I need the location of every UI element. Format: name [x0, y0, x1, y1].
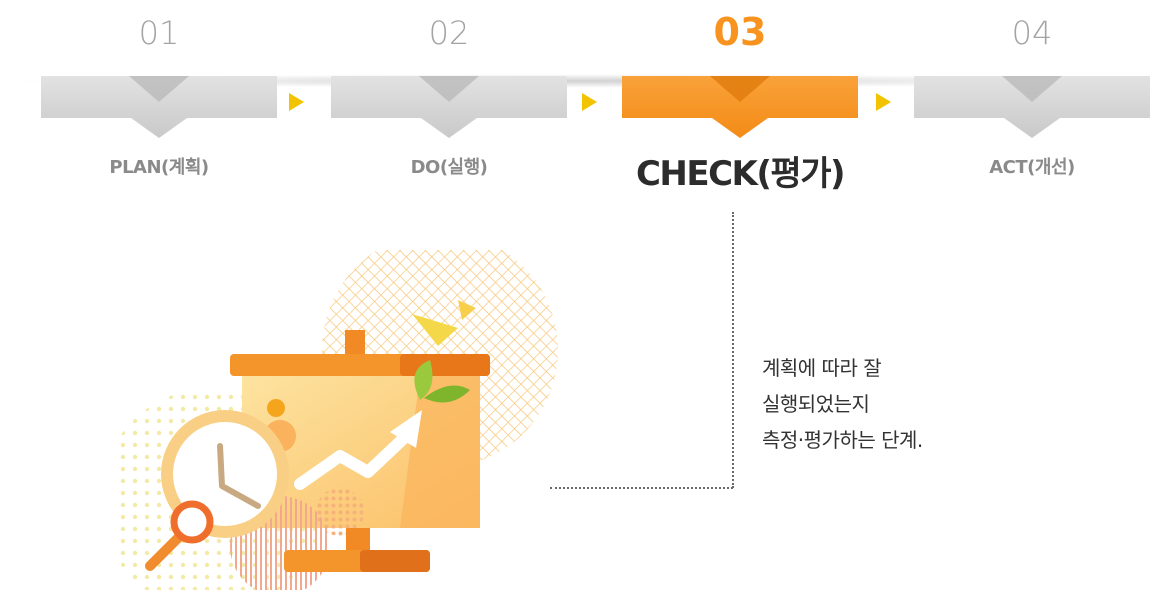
play-triangle-icon	[289, 93, 304, 111]
step-label: DO(실행)	[410, 157, 488, 178]
step-plan: 01 PLAN(계획)	[41, 0, 277, 200]
step-label: ACT(개선)	[989, 157, 1075, 178]
step-bar	[41, 76, 277, 138]
step-do: 02 DO(실행)	[331, 0, 567, 200]
magnifier-icon	[170, 500, 214, 544]
step-description: 계획에 따라 잘 실행되었는지 측정·평가하는 단계.	[762, 350, 923, 458]
connector-line-vertical	[732, 212, 734, 488]
step-number: 02	[428, 14, 470, 52]
step-bar	[331, 76, 567, 138]
step-bar	[914, 76, 1150, 138]
description-line: 실행되었는지	[762, 392, 870, 416]
play-triangle-icon	[876, 93, 891, 111]
step-number: 03	[713, 10, 767, 54]
connector-line-horizontal	[550, 487, 733, 489]
steps-shadow	[10, 74, 1150, 88]
play-triangle-icon	[582, 93, 597, 111]
description-line: 측정·평가하는 단계.	[762, 428, 923, 452]
step-act: 04 ACT(개선)	[914, 0, 1150, 200]
pdca-steps: 01 PLAN(계획) 02 DO(실행)	[0, 0, 1160, 200]
step-number: 01	[138, 14, 180, 52]
step-number: 04	[1011, 14, 1053, 52]
step-bar	[622, 76, 858, 138]
step-label: PLAN(계획)	[109, 157, 209, 178]
presentation-board-illustration	[120, 250, 558, 590]
description-line: 계획에 따라 잘	[762, 356, 882, 380]
step-check: 03 CHECK(평가)	[622, 0, 858, 200]
step-label: CHECK(평가)	[635, 154, 846, 194]
